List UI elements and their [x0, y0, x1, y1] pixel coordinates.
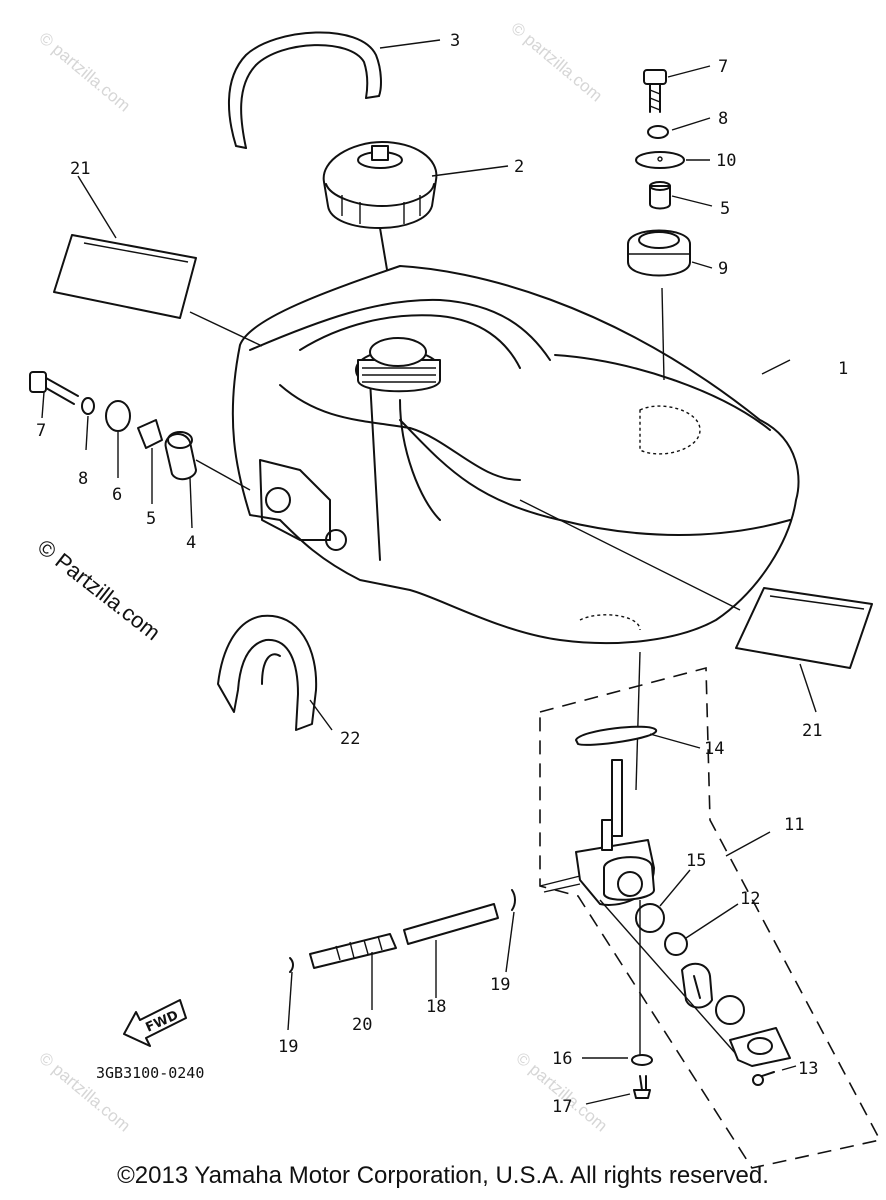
callout-22: 22: [340, 729, 360, 749]
callout-7: 7: [718, 57, 728, 77]
part-fuel-tank: [189, 265, 800, 645]
copyright-footer: ©2013 Yamaha Motor Corporation, U.S.A. A…: [117, 1162, 769, 1189]
callout-8: 8: [78, 469, 88, 489]
callout-4: 4: [186, 533, 196, 553]
leader-lines: [379, 39, 509, 177]
callout-7: 7: [36, 421, 46, 441]
callout-3: 3: [450, 31, 460, 51]
part-clip-22: [217, 614, 333, 731]
callout-21: 21: [70, 159, 90, 179]
part-label-sticker: [53, 175, 873, 713]
callout-15: 15: [686, 851, 706, 871]
callout-18: 18: [426, 997, 446, 1017]
part-fuel-cock-assembly: [539, 651, 882, 1169]
callout-12: 12: [740, 889, 760, 909]
callout-2: 2: [514, 157, 524, 177]
diagram-code: 3GB3100-0240: [96, 1064, 204, 1082]
fwd-arrow-icon: FWD: [123, 999, 187, 1047]
callout-14: 14: [704, 739, 724, 759]
callout-20: 20: [352, 1015, 372, 1035]
watermark-faint: © partzilla.com: [35, 1049, 134, 1136]
watermark-faint: © partzilla.com: [35, 29, 134, 116]
callout-5: 5: [720, 199, 730, 219]
callout-13: 13: [798, 1059, 818, 1079]
callout-10: 10: [716, 151, 736, 171]
part-fuel-hose: [287, 889, 516, 1031]
callout-17: 17: [552, 1097, 572, 1117]
part-mounting-stack-right: [627, 65, 791, 381]
callout-5: 5: [146, 509, 156, 529]
callout-16: 16: [552, 1049, 572, 1069]
callouts: 1 2 3 4 5 5 6 7 7 8 8 9 10 11 12 13 14 1…: [36, 31, 848, 1117]
part-fuel-cap: [322, 141, 438, 336]
watermark-faint: © partzilla.com: [507, 19, 606, 106]
callout-19: 19: [490, 975, 510, 995]
callout-9: 9: [718, 259, 728, 279]
part-breather-hose: [227, 31, 382, 149]
callout-8: 8: [718, 109, 728, 129]
callout-6: 6: [112, 485, 122, 505]
callout-19: 19: [278, 1037, 298, 1057]
callout-1: 1: [838, 359, 848, 379]
part-mounting-stack-left: [29, 371, 251, 529]
callout-11: 11: [784, 815, 804, 835]
callout-21: 21: [802, 721, 822, 741]
watermark-main: © Partzilla.com: [33, 534, 165, 645]
